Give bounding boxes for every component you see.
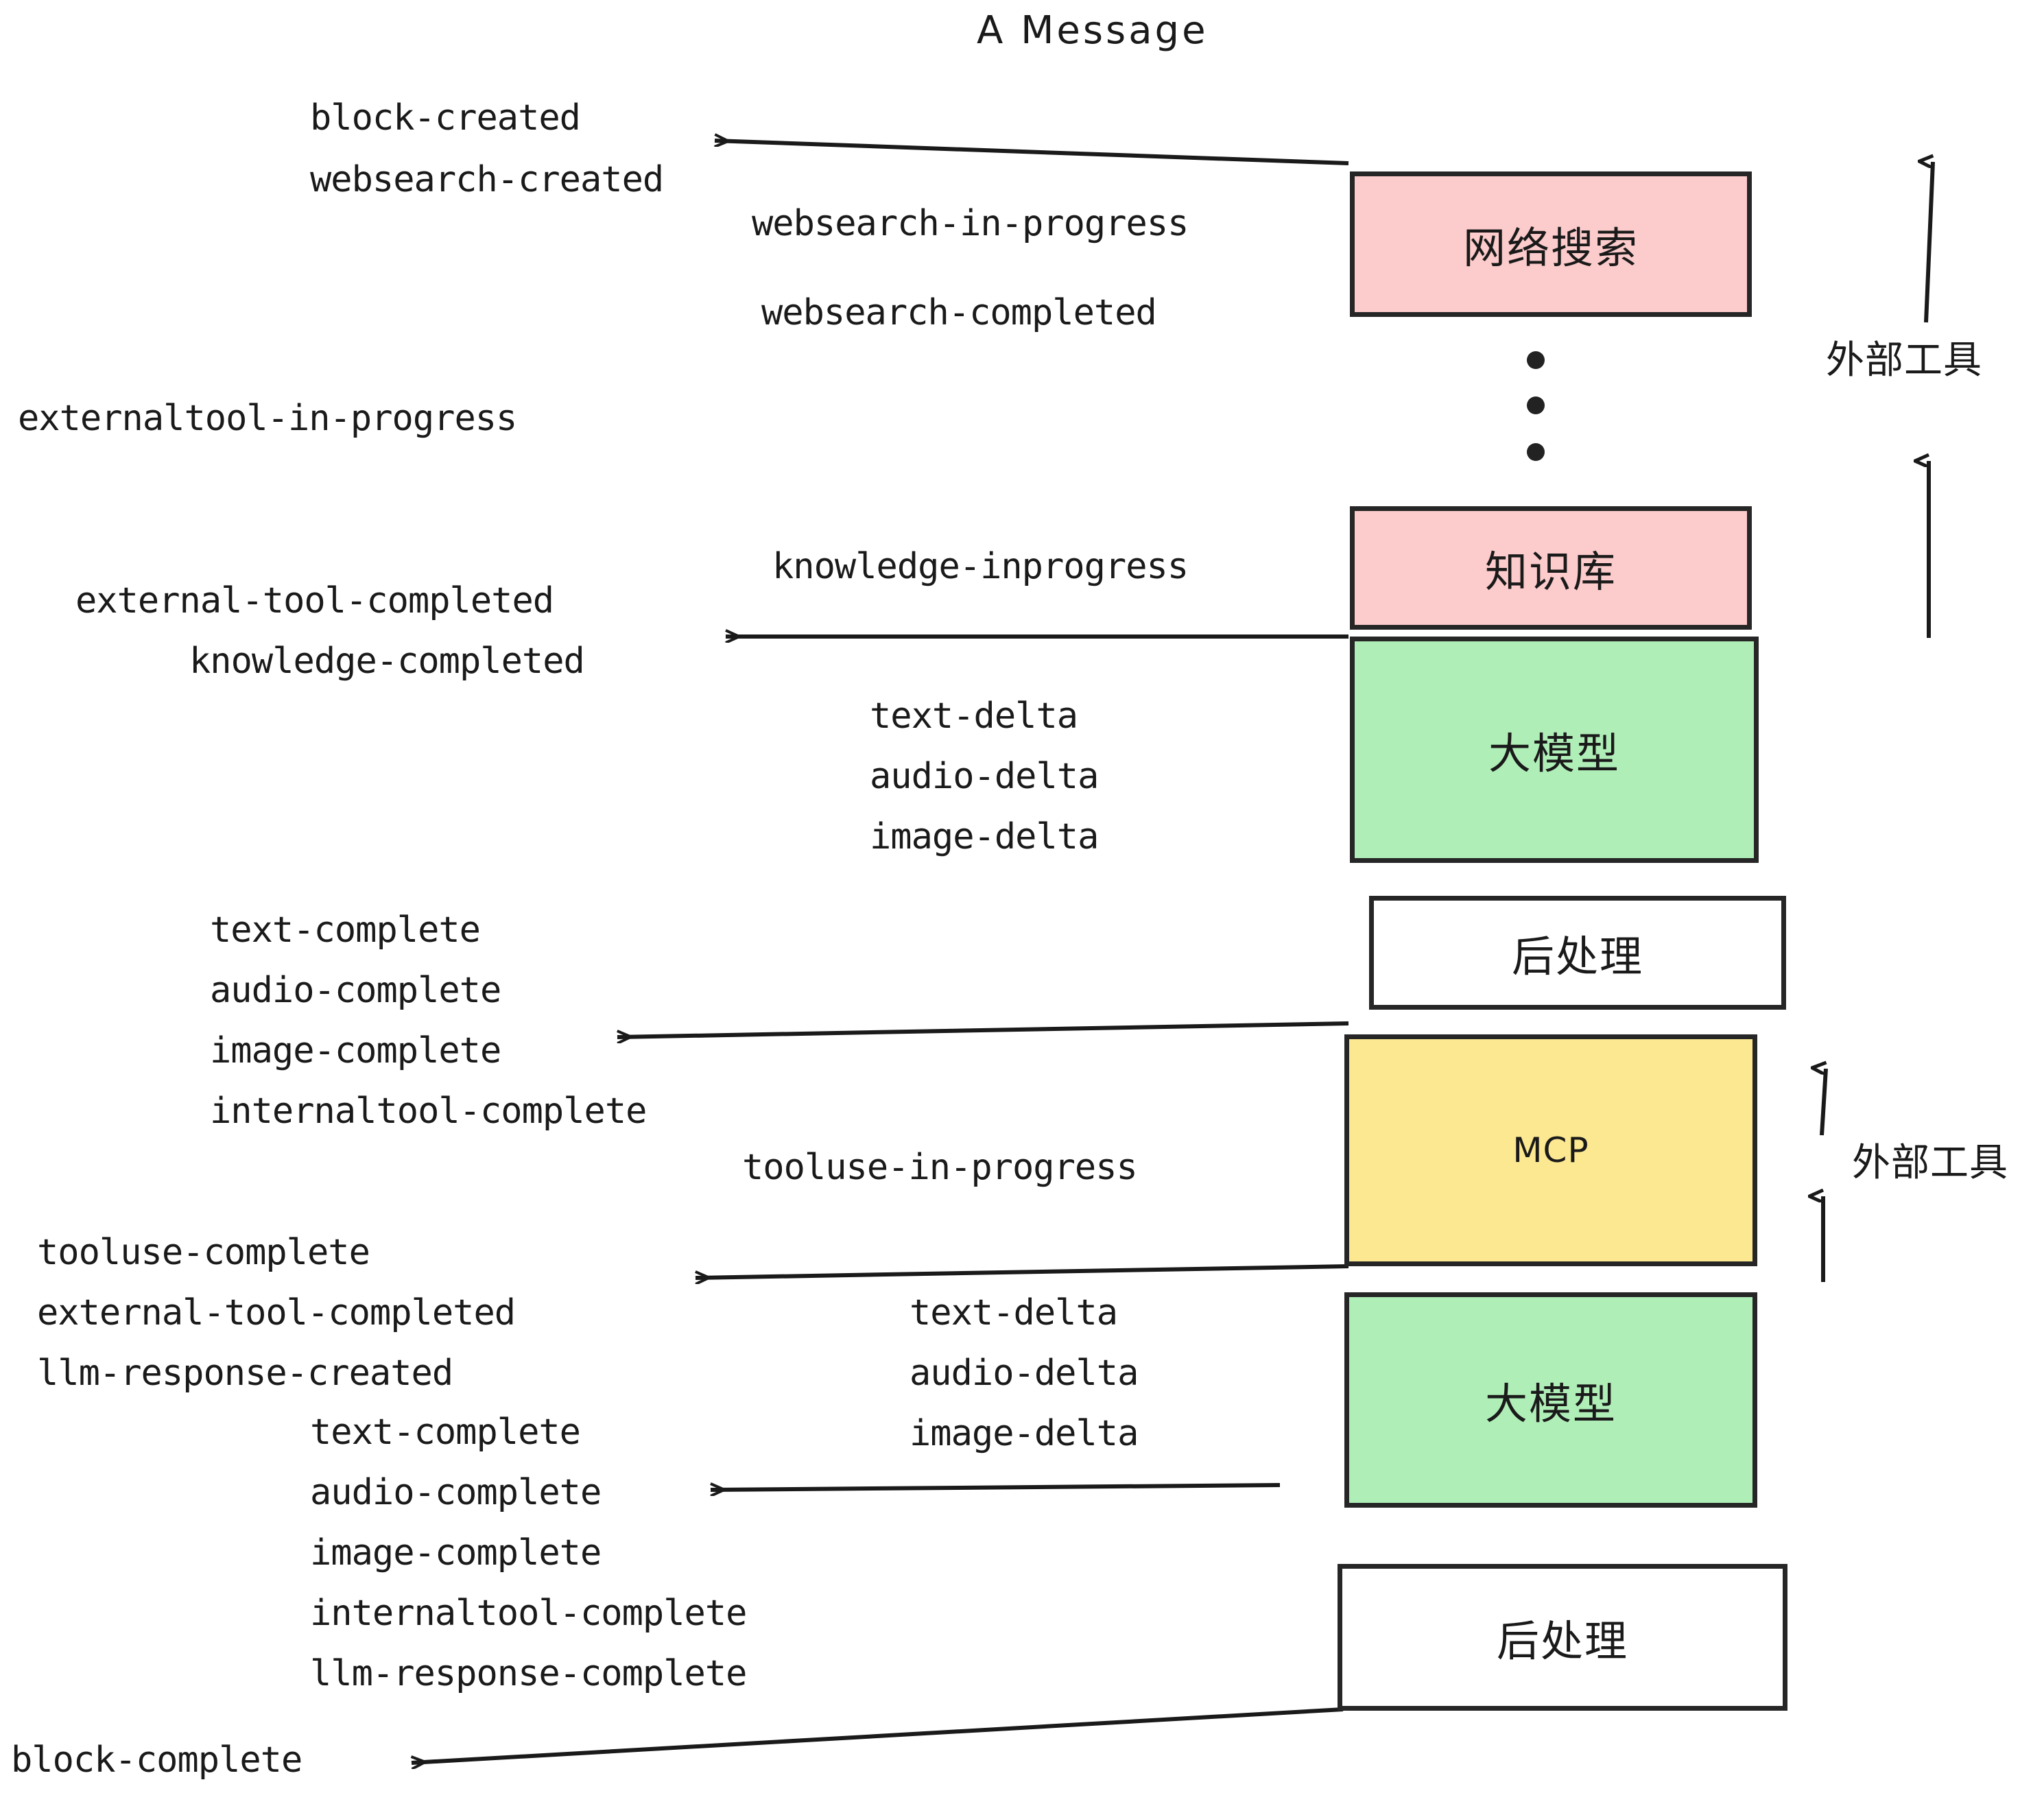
event-audio-complete-1: audio-complete [210,970,501,1011]
box-llm-lower-label: 大模型 [1484,1379,1617,1429]
event-externaltool-in-progress: externaltool-in-progress [18,398,517,439]
label-external-tool-upper: 外部工具 [1826,338,1982,383]
event-tooluse-in-progress: tooluse-in-progress [742,1147,1138,1188]
box-websearch-label: 网络搜索 [1462,223,1639,273]
box-llm-upper-label: 大模型 [1488,728,1620,779]
event-knowledge-completed: knowledge-completed [189,641,585,682]
event-internaltool-complete-2: internaltool-complete [310,1593,747,1634]
event-tooluse-complete: tooluse-complete [37,1232,370,1273]
box-knowledge[interactable]: 知识库 [1350,506,1752,630]
event-audio-delta-2: audio-delta [910,1353,1139,1394]
event-internaltool-complete-1: internaltool-complete [210,1091,647,1132]
event-block-created: block-created [310,97,581,139]
event-external-tool-completed-1: external-tool-completed [75,580,554,621]
event-websearch-completed: websearch-completed [761,292,1157,333]
external-tool-lower-arrows [1822,1069,1828,1282]
event-image-complete-1: image-complete [210,1030,501,1071]
event-block-complete: block-complete [11,1740,302,1781]
box-mcp-label: MCP [1512,1130,1589,1170]
event-websearch-created: websearch-created [310,159,664,200]
label-external-tool-lower: 外部工具 [1852,1141,2008,1185]
arrow-postprocess-to-block-complete [412,1707,1344,1763]
arrow-websearch-to-block-created [715,141,1349,165]
event-llm-response-created: llm-response-created [37,1353,453,1394]
box-postprocess-upper[interactable]: 后处理 [1369,896,1786,1010]
event-llm-response-complete: llm-response-complete [310,1653,747,1694]
event-image-complete-2: image-complete [310,1532,602,1574]
event-text-delta-2: text-delta [910,1292,1118,1333]
box-mcp[interactable]: MCP [1344,1034,1757,1266]
box-websearch[interactable]: 网络搜索 [1350,171,1752,317]
external-tool-upper-arrows [1926,162,1935,638]
event-text-delta-1: text-delta [870,696,1078,737]
event-external-tool-completed-2: external-tool-completed [37,1292,516,1333]
box-postprocess-upper-label: 后处理 [1511,931,1643,982]
box-llm-lower[interactable]: 大模型 [1344,1292,1757,1508]
ellipsis-dot-1 [1527,351,1545,369]
event-audio-delta-1: audio-delta [870,756,1099,797]
page-title: A Message [977,8,1209,53]
event-text-complete-2: text-complete [310,1412,581,1453]
event-image-delta-2: image-delta [910,1413,1139,1454]
box-postprocess-lower[interactable]: 后处理 [1338,1564,1787,1711]
event-websearch-in-progress: websearch-in-progress [752,203,1189,244]
event-knowledge-inprogress: knowledge-inprogress [772,546,1189,587]
arrow-mcp-to-tooluse-complete [696,1264,1349,1278]
arrow-llm-to-audio-complete [711,1485,1281,1490]
box-llm-upper[interactable]: 大模型 [1350,637,1759,863]
event-text-complete-1: text-complete [210,910,481,951]
ellipsis-dot-2 [1527,396,1545,414]
arrow-postprocess-to-image-complete [617,1021,1349,1037]
box-postprocess-lower-label: 后处理 [1496,1616,1628,1666]
box-knowledge-label: 知识库 [1484,547,1617,597]
event-image-delta-1: image-delta [870,816,1099,857]
ellipsis-dot-3 [1527,443,1545,461]
event-audio-complete-2: audio-complete [310,1472,602,1513]
